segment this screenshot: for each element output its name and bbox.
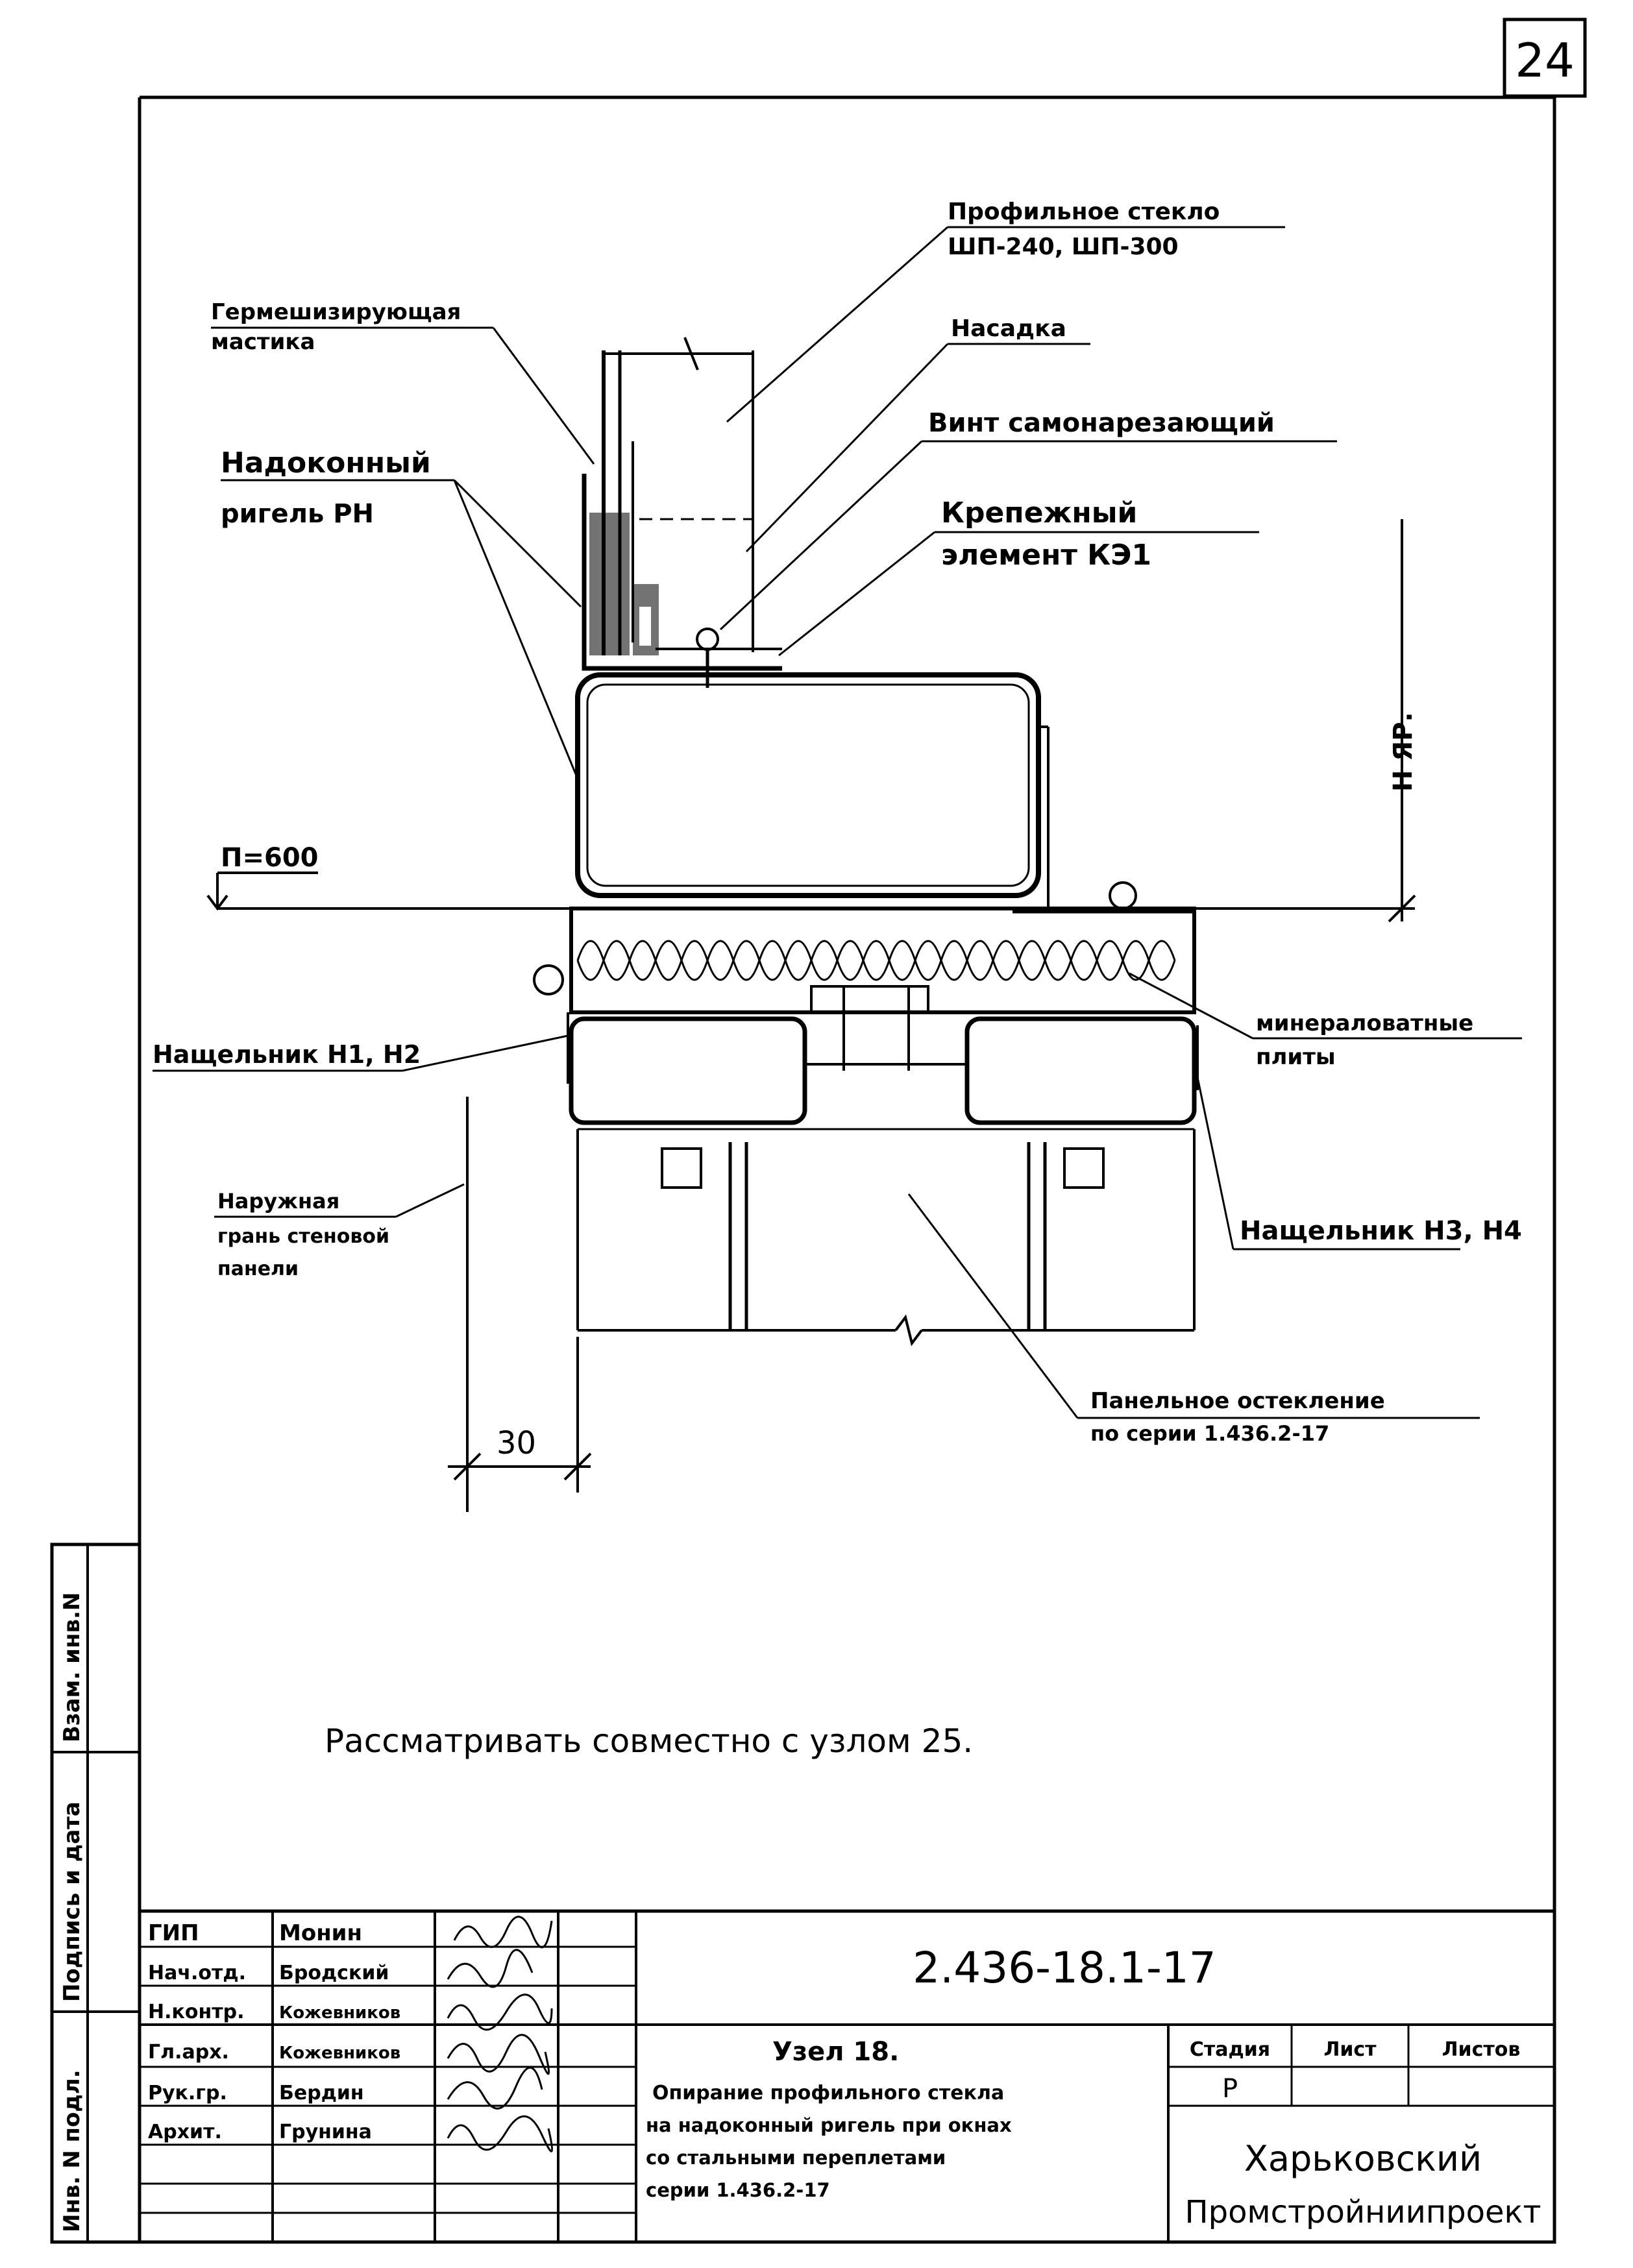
dim-30-label: 30: [497, 1425, 536, 1461]
title-line-4: со стальными переплетами: [646, 2147, 946, 2169]
role-0: ГИП: [148, 1920, 199, 1946]
org-line-2: Промстройниипроект: [1185, 2194, 1541, 2230]
sash-profiles: [567, 1012, 1199, 1330]
sheet-number: 24: [1515, 33, 1575, 88]
label-lintel-1: Надоконный: [221, 446, 431, 480]
label-cover-left: Нащельник Н1, Н2: [153, 1040, 421, 1069]
label-panel-glazing-1: Панельное остекление: [1090, 1388, 1385, 1414]
role-1: Нач.отд.: [148, 1962, 246, 1984]
stage-value: Р: [1222, 2074, 1238, 2104]
mineral-wool: [533, 881, 1196, 1071]
sheet-header: Лист: [1323, 2038, 1377, 2061]
title-line-2: Опирание профильного стекла: [652, 2082, 1004, 2104]
label-profile-glass-2: ШП-240, ШП-300: [948, 234, 1179, 260]
name-2: Кожевников: [279, 2003, 400, 2023]
stage-header: Стадия: [1190, 2038, 1270, 2061]
stamp-inv-orig: Инв. N подл.: [59, 2069, 85, 2232]
title-line-1: Узел 18.: [772, 2037, 899, 2067]
org-line-1: Харьковский: [1244, 2138, 1482, 2179]
role-5: Архит.: [148, 2121, 222, 2143]
label-outer-face-3: панели: [217, 1258, 299, 1280]
title-line-5: серии 1.436.2-17: [646, 2179, 830, 2201]
side-stamp: Инв. N подл. Подпись и дата Взам. инв.N: [50, 1542, 141, 2244]
name-1: Бродский: [279, 1962, 389, 1984]
signatures: [447, 1916, 554, 2152]
name-4: Бердин: [279, 2082, 364, 2104]
name-0: Монин: [279, 1920, 362, 1946]
level-mark-label: П=600: [221, 843, 319, 873]
label-outer-face-1: Наружная: [217, 1189, 339, 1213]
level-mark: П=600: [206, 843, 1415, 911]
stamp-sign-date: Подпись и дата: [59, 1801, 85, 2002]
role-2: Н.контр.: [148, 2001, 244, 2023]
label-fastener-2: элемент КЭ1: [941, 539, 1151, 572]
label-outer-face-2: грань стеновой: [217, 1225, 389, 1248]
height-dimension: Н ЯР.: [1388, 519, 1418, 923]
label-profile-glass-1: Профильное стекло: [948, 199, 1220, 225]
panel-glazing: [576, 1128, 1196, 1347]
label-fastener-1: Крепежный: [941, 496, 1137, 530]
label-cover-right: Нащельник Н3, Н4: [1240, 1216, 1522, 1246]
node-18-detail: П=600 Н ЯР. 30 Профильное стекло ШП-240,…: [153, 199, 1522, 1512]
title-block: ГИП Нач.отд. Н.контр. Гл.арх. Рук.гр. Ар…: [138, 1909, 1556, 2244]
sheet-number-box: 24: [1503, 18, 1587, 98]
label-sealing-mastic-2: мастика: [211, 329, 315, 355]
profile-glass: [602, 337, 754, 655]
label-sealing-mastic-1: Гермешизирующая: [211, 299, 461, 325]
lintel-tube: [575, 672, 1050, 908]
title-line-3: на надоконный ригель при окнах: [646, 2114, 1012, 2136]
role-4: Рук.гр.: [148, 2082, 227, 2104]
label-panel-glazing-2: по серии 1.436.2-17: [1090, 1421, 1329, 1446]
label-screw: Винт самонарезающий: [928, 408, 1275, 438]
label-cap: Насадка: [951, 315, 1066, 342]
role-3: Гл.арх.: [148, 2041, 229, 2064]
label-mineral-wool-1: минераловатные: [1256, 1010, 1473, 1036]
label-lintel-2: ригель РН: [221, 499, 374, 529]
doc-code: 2.436-18.1-17: [913, 1943, 1216, 1993]
height-mark-label: Н ЯР.: [1388, 712, 1418, 792]
stamp-inv-repl: Взам. инв.N: [59, 1592, 85, 1742]
note-text: Рассматривать совместно с узлом 25.: [325, 1722, 973, 1760]
dim-30: 30: [448, 1097, 592, 1512]
name-5: Грунина: [279, 2121, 372, 2143]
sheets-header: Листов: [1442, 2038, 1521, 2061]
label-mineral-wool-2: плиты: [1256, 1044, 1336, 1070]
cap-and-mastic: [582, 474, 782, 688]
name-3: Кожевников: [279, 2043, 400, 2063]
callouts: Профильное стекло ШП-240, ШП-300 Гермеши…: [153, 199, 1522, 1446]
